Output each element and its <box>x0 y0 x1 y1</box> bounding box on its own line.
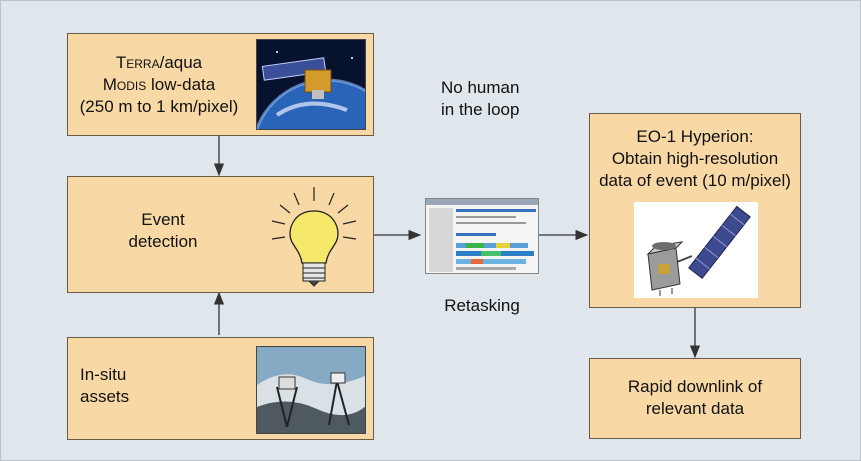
field-instruments-icon <box>256 346 366 434</box>
light-bulb-icon <box>271 187 357 287</box>
terra-aqua-box: Terra/aqua Modis low-data (250 m to 1 km… <box>67 33 374 136</box>
satellite-earth-icon <box>256 39 366 130</box>
eo1-hyperion-label: EO-1 Hyperion: Obtain high-resolution da… <box>599 127 791 190</box>
event-detection-label: Event detection <box>128 210 198 251</box>
event-detection-box: Event detection <box>67 176 374 293</box>
eo1-satellite-icon <box>634 202 758 298</box>
rapid-downlink-box: Rapid downlink of relevant data <box>589 358 801 439</box>
retasking-label: Retasking <box>444 296 520 315</box>
in-situ-assets-box: In-situ assets <box>67 337 374 440</box>
rapid-downlink-label: Rapid downlink of relevant data <box>627 377 763 418</box>
eo1-hyperion-box: EO-1 Hyperion: Obtain high-resolution da… <box>589 113 801 308</box>
no-human-in-loop-note: No human in the loop <box>441 78 520 119</box>
in-situ-assets-label: In-situ assets <box>80 365 130 406</box>
scheduler-software-icon <box>425 198 539 274</box>
terra-aqua-label: Terra/aqua Modis low-data (250 m to 1 km… <box>79 53 239 116</box>
